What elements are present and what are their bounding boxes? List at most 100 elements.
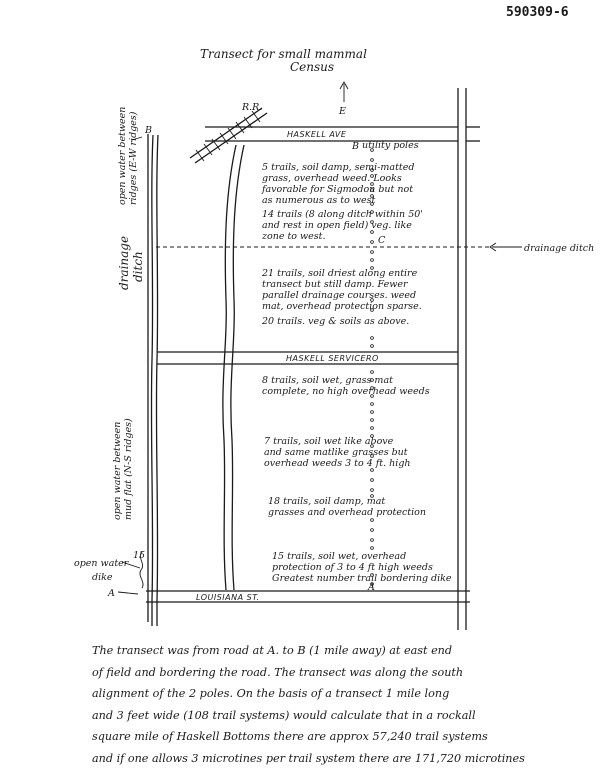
- transect-dot: [370, 378, 374, 382]
- transect-dot: [370, 250, 374, 254]
- transect-dot: [370, 158, 374, 162]
- segment-6-line-2: and same matlike grasses but: [264, 447, 408, 458]
- segment-8-line-3: Greatest number trail bordering dike: [272, 573, 452, 584]
- dike-squiggle: [139, 551, 144, 589]
- footnote-text: The transect was from road at A. to B (1…: [92, 640, 597, 769]
- segment-1-line-3: favorable for Sigmodon but not: [261, 184, 413, 195]
- segment-4-line-1: 20 trails. veg & soils as above.: [261, 316, 409, 327]
- segment-5-line-1: 8 trails, soil wet, grass mat: [262, 375, 393, 386]
- haskell-servicero-road: [157, 351, 458, 365]
- map-title-line2: Census: [290, 60, 334, 74]
- transect-dot: [370, 418, 374, 422]
- document-id: 590309-6: [506, 5, 569, 20]
- drainage-ditch-vertical-note: drainage ditch: [117, 236, 145, 290]
- transect-dot: [370, 582, 374, 586]
- segment-6-line-1: 7 trails, soil wet like above: [264, 436, 394, 447]
- transect-line: [370, 148, 374, 586]
- footnote-line: alignment of the 2 poles. On the basis o…: [92, 687, 450, 700]
- transect-dot: [370, 494, 374, 498]
- railroad-label: R.R.: [241, 102, 262, 113]
- transect-dot: [370, 168, 374, 172]
- transect-dot: [370, 394, 374, 398]
- transect-dot: [370, 444, 374, 448]
- segment-3-line-1: 21 trails, soil driest along entire: [261, 268, 418, 279]
- utility-poles-label: utility poles: [362, 140, 419, 151]
- right-road: [457, 88, 467, 630]
- point-a-pointer: [117, 591, 139, 595]
- direction-letter: E: [338, 106, 346, 117]
- svg-text:ditch: ditch: [131, 251, 145, 282]
- mark-15-label: 15: [133, 550, 145, 561]
- transect-dot: [370, 298, 374, 302]
- open-water-dike-label-2: dike: [92, 572, 113, 583]
- transect-dot: [370, 194, 374, 198]
- footnote-line: of field and bordering the road. The tra…: [92, 665, 464, 679]
- segment-8-line-2: protection of 3 to 4 ft high weeds: [272, 562, 433, 573]
- footnote-line: square mile of Haskell Bottoms there are…: [92, 730, 488, 743]
- segment-1-line-4: as numerous as to west: [262, 195, 375, 206]
- open-water-top-note: open water between ridges (E-W ridges): [117, 107, 139, 205]
- transect-dot: [370, 546, 374, 550]
- left-road: [150, 134, 159, 626]
- transect-dot: [370, 454, 374, 458]
- transect-dot: [370, 308, 374, 312]
- segment-3-line-3: parallel drainage courses. weed: [262, 290, 416, 301]
- dike-pointer: [121, 561, 141, 569]
- footnote-line: The transect was from road at A. to B (1…: [92, 644, 453, 657]
- transect-dot: [370, 202, 374, 206]
- transect-dot: [370, 386, 374, 390]
- transect-dot: [370, 370, 374, 374]
- open-water-dike-label-1: open water: [74, 558, 130, 569]
- svg-text:open water between: open water between: [117, 107, 128, 205]
- direction-arrow: E: [338, 81, 349, 117]
- haskell-ave-label: HASKELL AVE: [287, 130, 347, 139]
- svg-text:drainage: drainage: [117, 236, 131, 290]
- transect-dot: [370, 410, 374, 414]
- point-a-label: A: [367, 582, 375, 593]
- point-c-label: C: [378, 235, 386, 246]
- transect-dot: [370, 210, 374, 214]
- drainage-ditch-label: drainage ditch: [524, 243, 594, 254]
- transect-dot: [370, 336, 374, 340]
- transect-dot: [370, 148, 374, 152]
- transect-dot: [370, 220, 374, 224]
- transect-dot: [370, 478, 374, 482]
- open-water-mid-note: open water between mud flat (N-S ridges): [112, 418, 134, 520]
- segment-7-line-1: 18 trails, soil damp, mat: [268, 496, 385, 507]
- transect-dot: [370, 434, 374, 438]
- svg-text:open water between: open water between: [112, 422, 123, 520]
- segment-2-line-2: and rest in open field) veg. like: [262, 220, 412, 231]
- louisiana-st-label: LOUISIANA ST.: [196, 593, 260, 602]
- transect-dot: [370, 266, 374, 270]
- transect-dot: [370, 240, 374, 244]
- segment-5-line-2: complete, no high overhead weeds: [262, 386, 430, 397]
- segment-1-line-1: 5 trails, soil damp, semi-matted: [262, 162, 414, 173]
- transect-dot: [370, 182, 374, 186]
- svg-text:ridges (E-W ridges): ridges (E-W ridges): [128, 111, 139, 205]
- transect-dot: [370, 518, 374, 522]
- point-a-left-label: A: [107, 588, 115, 599]
- louisiana-st-road: [146, 590, 470, 603]
- transect-dot: [370, 258, 374, 262]
- transect-dot: [370, 468, 374, 472]
- segment-8-line-1: 15 trails, soil wet, overhead: [272, 551, 406, 562]
- svg-text:mud flat (N-S ridges): mud flat (N-S ridges): [123, 418, 134, 520]
- transect-dot: [370, 488, 374, 492]
- transect-dot: [370, 188, 374, 192]
- transect-dot: [370, 402, 374, 406]
- point-b-left-label: B: [144, 125, 152, 136]
- haskell-servicero-label: HASKELL SERVICERO: [286, 354, 379, 363]
- transect-dot: [370, 528, 374, 532]
- transect-dot: [370, 573, 374, 577]
- segment-2-line-1: 14 trails (8 along ditch within 50': [262, 209, 423, 220]
- segment-7-line-2: grasses and overhead protection: [268, 507, 426, 518]
- transect-dot: [370, 538, 374, 542]
- segment-1-line-2: grass, overhead weed. Looks: [262, 173, 402, 184]
- segment-2-line-3: zone to west.: [261, 231, 326, 242]
- segment-3-line-2: transect but still damp. Fewer: [262, 279, 409, 290]
- footnote-line: and 3 feet wide (108 trail systems) woul…: [92, 708, 476, 722]
- stream-channel: [222, 144, 245, 591]
- railroad: [189, 107, 268, 164]
